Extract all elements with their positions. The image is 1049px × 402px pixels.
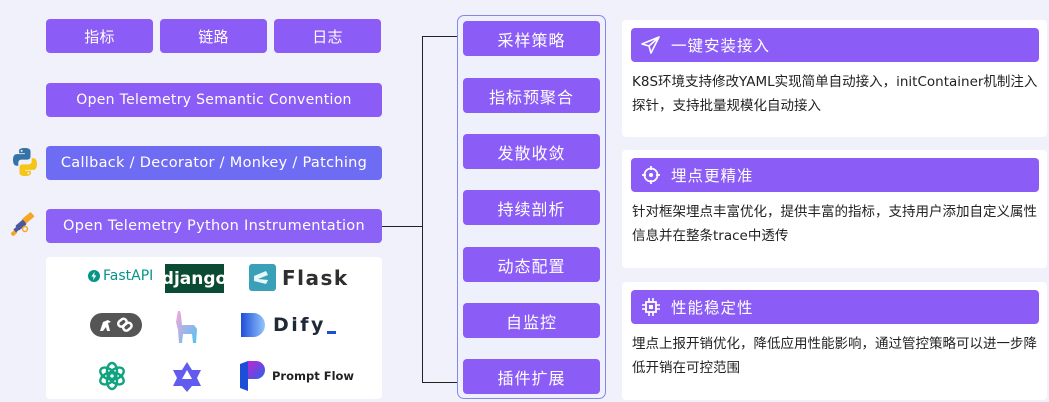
card-description: K8S环境支持修改YAML实现简单自动接入，initContainer机制注入探… — [632, 74, 1038, 114]
flask-logo: Flask — [249, 264, 349, 291]
target-icon — [642, 166, 660, 184]
send-icon — [641, 36, 660, 54]
metrics-button[interactable]: 指标 — [46, 19, 153, 53]
llamaindex-icon — [176, 311, 197, 343]
feature-pre-aggregation[interactable]: 指标预聚合 — [463, 78, 600, 113]
dify-underscore — [326, 330, 336, 334]
dify-icon — [241, 313, 265, 337]
feature-self-monitoring[interactable]: 自监控 — [463, 303, 600, 338]
feature-dynamic-config[interactable]: 动态配置 — [463, 247, 600, 282]
connector-bottom — [422, 382, 458, 383]
card-precise-instrumentation: 埋点更精准 针对框架埋点丰富优化，提供丰富的指标，支持用户添加自定义属性信息并在… — [622, 150, 1047, 268]
traces-button[interactable]: 链路 — [160, 19, 267, 53]
chip-icon — [642, 298, 660, 316]
openai-icon — [99, 361, 125, 391]
card-description: 针对框架埋点丰富优化，提供丰富的指标，支持用户添加自定义属性信息并在整条trac… — [632, 204, 1037, 244]
patching-box: Callback / Decorator / Monkey / Patching — [46, 146, 382, 180]
card-performance-stability: 性能稳定性 埋点上报开销优化，降低应用性能影响，通过管控策略可以进一步降低开销在… — [622, 282, 1047, 400]
card-title: 一键安装接入 — [671, 37, 771, 55]
semantic-convention-box: Open Telemetry Semantic Convention — [46, 83, 382, 117]
logs-button[interactable]: 日志 — [274, 19, 381, 53]
python-instrumentation-box: Open Telemetry Python Instrumentation — [46, 209, 382, 243]
langchain-logo — [90, 313, 142, 337]
telescope-icon — [10, 212, 35, 237]
langchain-icon — [100, 317, 133, 332]
card-header: 性能稳定性 — [631, 290, 1039, 324]
promptflow-logo: Prompt Flow — [240, 360, 354, 392]
connector-horizontal — [382, 226, 423, 227]
card-description: 埋点上报开销优化，降低应用性能影响，通过管控策略可以进一步降低开销在可控范围 — [632, 336, 1037, 376]
django-label: django — [161, 268, 228, 289]
fastapi-icon — [88, 270, 100, 282]
connector-vertical — [422, 36, 423, 382]
connector-top — [422, 36, 458, 37]
card-header: 埋点更精准 — [631, 158, 1039, 192]
card-title: 性能稳定性 — [671, 299, 754, 317]
django-logo: django — [161, 264, 228, 293]
card-one-click-install: 一键安装接入 K8S环境支持修改YAML实现简单自动接入，initContain… — [622, 20, 1047, 137]
fastapi-logo: FastAPI — [88, 268, 153, 284]
card-header: 一键安装接入 — [631, 28, 1039, 62]
promptflow-label: Prompt Flow — [272, 369, 355, 383]
feature-sampling[interactable]: 采样策略 — [463, 21, 600, 56]
qwen-icon — [173, 362, 201, 392]
card-title: 埋点更精准 — [671, 167, 754, 185]
python-logo-icon — [13, 148, 37, 176]
dify-label: Dify — [273, 314, 326, 336]
dify-logo: Dify — [241, 313, 336, 337]
feature-divergence-convergence[interactable]: 发散收敛 — [463, 134, 600, 169]
feature-plugin-extension[interactable]: 插件扩展 — [463, 359, 600, 394]
flask-label: Flask — [282, 265, 349, 290]
fastapi-label: FastAPI — [103, 268, 154, 284]
promptflow-icon — [240, 361, 265, 391]
flask-icon — [249, 264, 276, 291]
feature-continuous-profiling[interactable]: 持续剖析 — [463, 190, 600, 225]
